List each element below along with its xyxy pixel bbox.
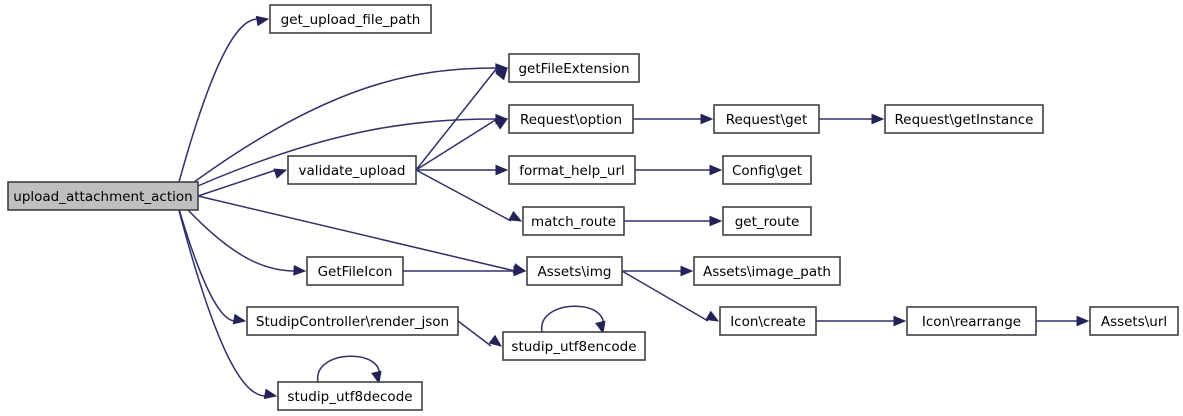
edge-studip_utf8decode-to-studip_utf8decode [317,355,380,383]
node-get_route[interactable]: get_route [722,206,812,236]
edge-validate_upload-to-Request_option [415,118,498,171]
node-layer: upload_attachment_action get_upload_file_… [7,4,1179,411]
edge-upload_attachment_action-to-validate_upload-arrowhead [273,168,288,179]
node-box-Assets_img[interactable] [526,256,623,286]
node-format_help_url[interactable]: format_help_url [508,155,636,185]
edge-match_route-to-get_route-arrowhead [709,215,723,227]
node-label-studip_utf8decode: studip_utf8decode [287,389,412,405]
edge-upload_attachment_action-to-Assets_img [197,195,516,272]
edge-format_help_url-to-Config_get-arrowhead [709,164,723,176]
node-GetFileIcon[interactable]: GetFileIcon [306,256,404,286]
edge-upload_attachment_action-to-StudipController_render_json [174,195,236,322]
node-label-GetFileIcon: GetFileIcon [318,264,393,280]
edge-Request_get-to-Request_getInstance-arrowhead [871,113,885,125]
node-StudipController_render_json[interactable]: StudipController\render_json [246,306,459,336]
node-box-studip_utf8encode[interactable] [502,331,646,361]
node-box-Request_option[interactable] [508,104,634,134]
edge-upload_attachment_action-to-validate_upload [197,169,277,197]
edge-Request_option-to-Request_get-arrowhead [700,113,714,125]
node-box-format_help_url[interactable] [508,155,636,185]
node-studip_utf8decode[interactable]: studip_utf8decode [277,381,423,411]
node-get_upload_file_path[interactable]: get_upload_file_path [269,4,432,34]
node-label-Icon_rearrange: Icon\rearrange [922,314,1021,330]
node-label-Request_get: Request\get [726,112,808,128]
edge-GetFileIcon-to-Assets_img-arrowhead [513,265,527,277]
node-Assets_image_path[interactable]: Assets\image_path [693,256,841,286]
node-box-Assets_url[interactable] [1089,306,1179,336]
edge-StudipController_render_json-to-studip_utf8encode-arrowhead [488,334,503,347]
node-box-get_upload_file_path[interactable] [269,4,432,34]
edge-upload_attachment_action-to-StudipController_render_json-arrowhead [232,313,247,325]
node-upload_attachment_action[interactable]: upload_attachment_action [7,181,199,211]
edge-Assets_img-to-Icon_create-arrowhead [705,310,720,322]
edge-upload_attachment_action-to-GetFileIcon [174,195,296,272]
edge-upload_attachment_action-to-get_upload_file_path-arrowhead [255,15,270,27]
node-label-Assets_url: Assets\url [1101,314,1167,330]
node-box-Icon_create[interactable] [719,306,817,336]
node-Icon_rearrange[interactable]: Icon\rearrange [906,306,1037,336]
edge-StudipController_render_json-to-studip_utf8encode [457,320,492,347]
node-studip_utf8encode[interactable]: studip_utf8encode [502,331,646,361]
node-box-match_route[interactable] [522,206,625,236]
edge-Icon_create-to-Icon_rearrange-arrowhead [893,315,907,327]
node-label-Request_option: Request\option [520,112,622,128]
node-box-StudipController_render_json[interactable] [246,306,459,336]
node-label-upload_attachment_action: upload_attachment_action [13,189,192,205]
node-label-Assets_image_path: Assets\image_path [703,264,831,280]
node-label-validate_upload: validate_upload [299,163,406,179]
node-match_route[interactable]: match_route [522,206,625,236]
node-label-get_route: get_route [735,214,800,230]
node-label-match_route: match_route [531,214,616,230]
edge-upload_attachment_action-to-studip_utf8decode [174,195,267,397]
node-Request_getInstance[interactable]: Request\getInstance [884,104,1044,134]
edge-Assets_img-to-Icon_create [621,270,709,322]
node-label-Icon_create: Icon\create [730,314,806,330]
node-getFileExtension[interactable]: getFileExtension [508,53,640,83]
node-box-Config_get[interactable] [722,155,812,185]
node-box-Request_get[interactable] [713,104,820,134]
edge-validate_upload-to-Request_option-arrowhead [494,118,509,130]
edge-upload_attachment_action-to-Request_option [174,118,498,197]
edge-validate_upload-to-match_route-arrowhead [508,210,523,222]
edge-validate_upload-to-getFileExtension [415,67,498,171]
edge-Assets_img-to-Assets_image_path-arrowhead [680,265,694,277]
node-validate_upload[interactable]: validate_upload [287,155,417,185]
node-box-getFileExtension[interactable] [508,53,640,83]
node-box-upload_attachment_action[interactable] [7,181,199,211]
edge-studip_utf8encode-to-studip_utf8encode [541,305,604,333]
node-Assets_url[interactable]: Assets\url [1089,306,1179,336]
edge-upload_attachment_action-to-GetFileIcon-arrowhead [293,265,307,276]
edge-upload_attachment_action-to-studip_utf8decode-arrowhead [263,388,278,400]
node-label-format_help_url: format_help_url [519,163,625,179]
edge-Icon_rearrange-to-Assets_url-arrowhead [1076,315,1090,327]
node-label-studip_utf8encode: studip_utf8encode [511,339,636,355]
node-box-get_route[interactable] [722,206,812,236]
node-box-studip_utf8decode[interactable] [277,381,423,411]
edge-layer [174,15,1090,400]
node-box-Icon_rearrange[interactable] [906,306,1037,336]
edge-upload_attachment_action-to-getFileExtension [174,67,498,197]
edge-validate_upload-to-match_route [415,169,512,222]
node-label-Config_get: Config\get [732,163,802,179]
node-box-Assets_image_path[interactable] [693,256,841,286]
node-Config_get[interactable]: Config\get [722,155,812,185]
edge-studip_utf8decode-to-studip_utf8decode-arrowhead [371,370,382,385]
edge-studip_utf8encode-to-studip_utf8encode-arrowhead [595,320,606,335]
edge-upload_attachment_action-to-get_upload_file_path [174,18,259,197]
node-box-GetFileIcon[interactable] [306,256,404,286]
node-Assets_img[interactable]: Assets\img [526,256,623,286]
node-Icon_create[interactable]: Icon\create [719,306,817,336]
node-label-Request_getInstance: Request\getInstance [895,112,1034,128]
node-label-StudipController_render_json: StudipController\render_json [256,314,449,330]
node-label-getFileExtension: getFileExtension [518,61,629,77]
node-Request_get[interactable]: Request\get [713,104,820,134]
edge-validate_upload-to-format_help_url-arrowhead [495,164,509,176]
node-box-Request_getInstance[interactable] [884,104,1044,134]
node-label-get_upload_file_path: get_upload_file_path [281,12,421,28]
node-Request_option[interactable]: Request\option [508,104,634,134]
edge-validate_upload-to-getFileExtension-arrowhead [495,66,508,81]
node-box-validate_upload[interactable] [287,155,417,185]
node-label-Assets_img: Assets\img [538,264,612,280]
